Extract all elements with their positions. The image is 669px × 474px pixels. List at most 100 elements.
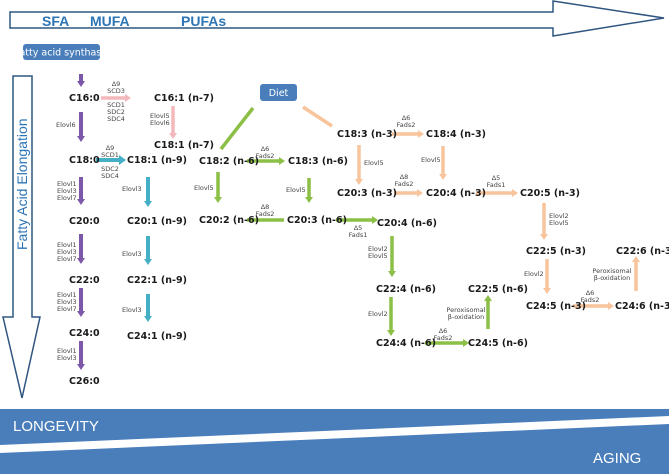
node-c24-1-n9: C24:1 (n-9): [127, 331, 187, 342]
enz-d8-n3: Δ8: [400, 173, 409, 181]
enz-elovl6-a: Elovl6: [56, 121, 76, 129]
node-c20-5-n3: C20:5 (n-3): [520, 188, 580, 199]
n6-arrows: [214, 106, 492, 347]
enz-fads1-n6: Fads1: [349, 231, 368, 239]
arrow-c24-4-to-c24-5: [425, 339, 469, 347]
arrow-c16-1-to-c18-1-n7: [169, 106, 177, 139]
node-c26-0: C26:0: [69, 376, 100, 387]
enz-elovl6-b: Elovl6: [150, 119, 170, 127]
node-c22-5-n3: C22:5 (n-3): [526, 246, 586, 257]
elongation-label: Fatty Acid Elongation: [14, 118, 30, 250]
arrow-c24-6-to-c22-6: [632, 256, 640, 291]
diet-label: Diet: [269, 88, 289, 99]
enz-elovl7-b: Elovl7: [57, 255, 77, 263]
enzyme-labels: Δ9 SCD3 SCD1 SDC2 SDC4 Elovl6 Elovl5 Elo…: [56, 80, 632, 362]
enz-d6-n3: Δ6: [402, 114, 411, 122]
arrow-c24-5-to-c24-6: [573, 302, 614, 310]
node-c24-0: C24:0: [69, 328, 100, 339]
node-c20-4-n6: C20:4 (n-6): [377, 218, 437, 229]
arrow-c22-4-to-c24-4: [387, 297, 395, 336]
enz-fads2-n6-a: Fads2: [256, 152, 275, 160]
enz-fads2-n6-c: Fads2: [434, 334, 453, 342]
enz-d6-n3-b: Δ6: [586, 289, 595, 297]
enz-d8-n6: Δ8: [261, 203, 270, 211]
arrow-c16-0-to-c16-1: [101, 94, 131, 102]
arrow-c18-1-to-c20-1: [144, 177, 152, 207]
longevity-wedge: [0, 409, 669, 445]
node-c22-4-n6: C22:4 (n-6): [376, 284, 436, 295]
enz-fads2-n3-a: Fads2: [397, 121, 416, 129]
node-c16-1-n7: C16:1 (n-7): [154, 93, 214, 104]
arrow-c18-0-to-c20-0: [77, 177, 85, 205]
arrow-c18-3-to-c20-3-n3: [355, 145, 363, 185]
enz-elovl3-n9-b: Elovl3: [122, 250, 142, 258]
node-c20-3-n6: C20:3 (n-6): [287, 215, 347, 226]
nodes: C16:0 C18:0 C20:0 C22:0 C24:0 C26:0 C16:…: [69, 93, 669, 387]
node-c18-1-n9: C18:1 (n-9): [127, 155, 187, 166]
enz-elovl1-c: Elovl1: [57, 291, 77, 299]
enz-elovl1-d: Elovl1: [57, 347, 77, 355]
enz-elovl3-c: Elovl3: [57, 298, 77, 306]
n9-arrows: [96, 155, 152, 322]
enz-elovl5-n3-c: Elovl5: [549, 219, 569, 227]
arrow-c24-0-to-c26-0: [77, 341, 85, 370]
fatty-acid-synthase-bg: [23, 44, 100, 60]
enz-elovl5-n6-b: Elovl5: [286, 186, 306, 194]
enz-fads2-n3-c: Fads2: [581, 296, 600, 304]
arrow-c22-0-to-c24-0: [77, 288, 85, 317]
enz-elovl1-b: Elovl1: [57, 241, 77, 249]
enz-perox-n6-a: Peroxisomal: [446, 306, 485, 314]
arrow-c18-4-to-c20-4-n3: [439, 146, 447, 180]
diet-bg: [260, 84, 297, 101]
enz-perox-n6-b: β-oxidation: [448, 313, 484, 321]
enz-perox-n3-b: β-oxidation: [594, 274, 630, 282]
node-c20-4-n3: C20:4 (n-3): [426, 188, 486, 199]
node-c22-0: C22:0: [69, 275, 100, 286]
node-c20-1-n9: C20:1 (n-9): [127, 216, 187, 227]
node-c20-0: C20:0: [69, 216, 100, 227]
header-arrow-shape: [9, 0, 665, 37]
enz-elovl5-n6-a: Elovl5: [194, 184, 214, 192]
header-label-mufa: MUFA: [90, 13, 130, 29]
enz-d6-n6-b: Δ6: [439, 327, 448, 335]
node-c18-2-n6: C18:2 (n-6): [199, 156, 259, 167]
enz-d9-a: Δ9: [112, 80, 121, 88]
arrow-fas-to-c16-0: [77, 74, 85, 87]
node-c20-3-n3: C20:3 (n-3): [337, 188, 397, 199]
arrow-c18-3-to-c18-4: [392, 130, 424, 138]
enz-elovl7-a: Elovl7: [57, 194, 77, 202]
header-label-sfa: SFA: [42, 13, 69, 29]
enz-elovl2-n6-a: Elovl2: [368, 245, 388, 253]
node-c24-6-n3: C24:6 (n-3): [615, 301, 669, 312]
node-c24-4-n6: C24:4 (n-6): [376, 338, 436, 349]
elongation-arrow: Fatty Acid Elongation: [2, 75, 41, 399]
node-c18-0: C18:0: [69, 155, 100, 166]
aging-wedge: [0, 424, 669, 474]
node-c20-2-n6: C20:2 (n-6): [199, 215, 259, 226]
arrow-c18-3-to-c20-3-n6: [305, 178, 313, 203]
arrow-c20-3-to-c20-4-n3: [394, 189, 423, 197]
n3-arrows: [302, 105, 640, 310]
enz-elovl2-n3-a: Elovl2: [549, 212, 569, 220]
enz-d6-n6: Δ6: [261, 145, 270, 153]
enz-d5-n3: Δ5: [492, 174, 501, 182]
elongation-arrow-shape: [2, 75, 41, 399]
enz-scd3: SCD3: [107, 87, 125, 95]
enz-elovl5-n6-c: Elovl5: [368, 252, 388, 260]
arrow-c24-5-to-c22-5: [484, 295, 492, 329]
enz-elovl5-n3-b: Elovl5: [421, 156, 441, 164]
enz-scd2-b: SDC2: [101, 165, 119, 173]
enz-elovl3-d: Elovl3: [57, 354, 77, 362]
aging-label: AGING: [593, 450, 641, 467]
arrow-c22-5-to-c24-5-n3: [543, 259, 551, 294]
enz-elovl5-n3-a: Elovl5: [364, 159, 384, 167]
enz-elovl2-n6-b: Elovl2: [368, 310, 388, 318]
enz-elovl1-a: Elovl1: [57, 180, 77, 188]
header-label-pufas: PUFAs: [181, 13, 226, 29]
arrow-diet-to-c18-2: [219, 106, 255, 151]
enz-elovl3-n9-a: Elovl3: [122, 185, 142, 193]
fatty-acid-synthase-box: Fatty acid synthase: [15, 44, 107, 60]
arrow-c20-0-to-c22-0: [77, 234, 85, 264]
enz-scd2-a: SDC2: [107, 108, 125, 116]
